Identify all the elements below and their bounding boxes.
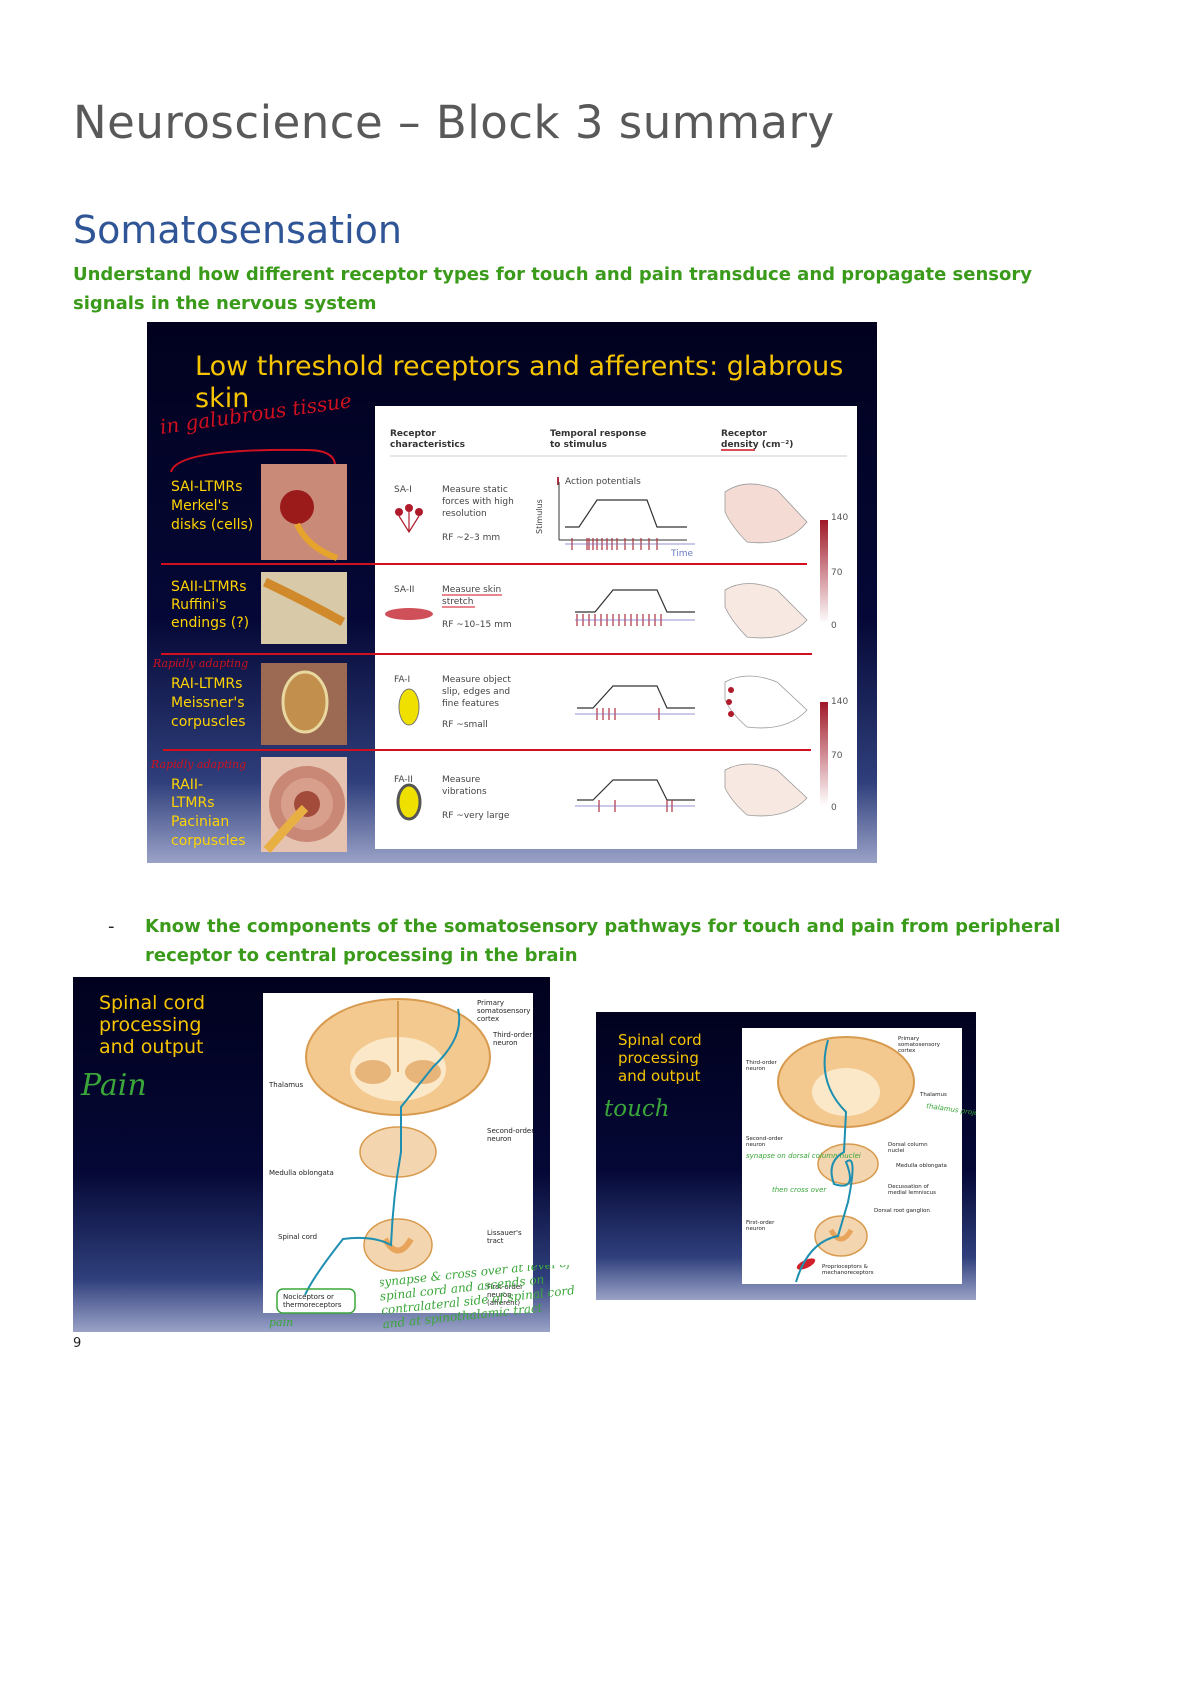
label-spinal-cord: Spinal cord	[278, 1233, 317, 1241]
density-tick-top-140: 140	[831, 513, 848, 523]
density-tick-top-0: 0	[831, 621, 837, 631]
receptors-slide-graphic: Low threshold receptors and afferents: g…	[150, 351, 857, 853]
receptor-illustrations	[261, 464, 347, 853]
action-potentials-label: Action potentials	[565, 477, 641, 487]
page-number: 9	[73, 1336, 82, 1351]
section-heading: Somatosensation	[73, 208, 402, 252]
action-potential-spikes	[565, 538, 695, 812]
touch-label-mechanoreceptor: Proprioceptors &mechanoreceptors	[822, 1264, 874, 1276]
learning-objective-1: Understand how different receptor types …	[73, 264, 1032, 314]
decussation-annotation: synapse & cross over at level of spinal …	[380, 1265, 576, 1332]
label-thalamus: Thalamus	[268, 1081, 303, 1089]
learning-objective-2: Know the components of the somatosensory…	[145, 916, 1061, 966]
rf-sa2: RF ~10–15 mm	[442, 620, 512, 630]
pain-annotation: Pain	[80, 1068, 147, 1103]
rapidly-adapting-annotation-2: Rapidly adapting	[150, 758, 246, 771]
stimulus-label: Stimulus	[535, 499, 544, 534]
density-tick-top-70: 70	[831, 568, 843, 578]
rapidly-adapting-annotation-1: Rapidly adapting	[152, 657, 248, 670]
density-tick-bottom-0: 0	[831, 803, 837, 813]
pain-box-annotation: pain	[269, 1316, 293, 1329]
time-label: Time	[670, 549, 693, 559]
rf-fa2: RF ~very large	[442, 811, 510, 821]
receptors-slide-title: Low threshold receptors and afferents: g…	[195, 351, 852, 414]
code-sa1: SA-I	[394, 485, 412, 495]
rf-sa1: RF ~2–3 mm	[442, 533, 500, 543]
brain-illustration	[305, 998, 491, 1272]
synapse-handwritten-note: synapse on dorsal column nuclei	[746, 1152, 861, 1160]
touch-brain-illustration	[777, 1036, 915, 1270]
touch-label-medulla: Medulla oblongata	[896, 1163, 947, 1169]
pain-handwritten-notes: synapse & cross over at level of spinal …	[380, 1265, 576, 1332]
code-fa2: FA-II	[394, 775, 413, 785]
rf-fa1: RF ~small	[442, 720, 488, 730]
label-medulla: Medulla oblongata	[269, 1169, 334, 1177]
density-hands	[724, 483, 828, 817]
touch-annotation: touch	[604, 1096, 670, 1122]
touch-label-dorsal-root: Dorsal root ganglion	[874, 1208, 930, 1214]
code-fa1: FA-I	[394, 675, 410, 685]
touch-label-thalamus: Thalamus	[919, 1092, 947, 1098]
density-tick-bottom-70: 70	[831, 751, 843, 761]
receptors-slide: Low threshold receptors and afferents: g…	[147, 322, 877, 863]
code-sa2: SA-II	[394, 585, 414, 595]
cross-handwritten-note: then cross over	[772, 1186, 827, 1194]
objective-bullet: -	[108, 916, 115, 937]
document-title: Neuroscience – Block 3 summary	[73, 96, 835, 149]
receptor-icons	[385, 504, 433, 821]
density-tick-bottom-140: 140	[831, 697, 848, 707]
glabrous-annotation: in galubrous tissue	[158, 388, 353, 439]
